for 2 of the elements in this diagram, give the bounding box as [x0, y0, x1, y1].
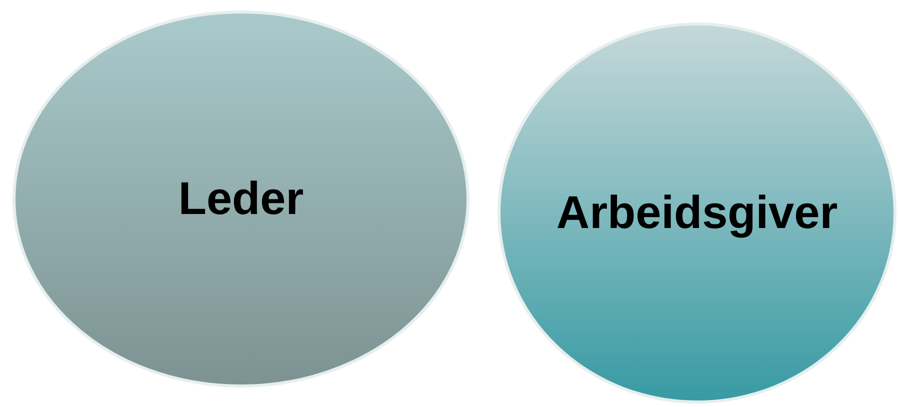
- node-label: Leder: [178, 171, 304, 226]
- node-label: Arbeidsgiver: [556, 185, 838, 240]
